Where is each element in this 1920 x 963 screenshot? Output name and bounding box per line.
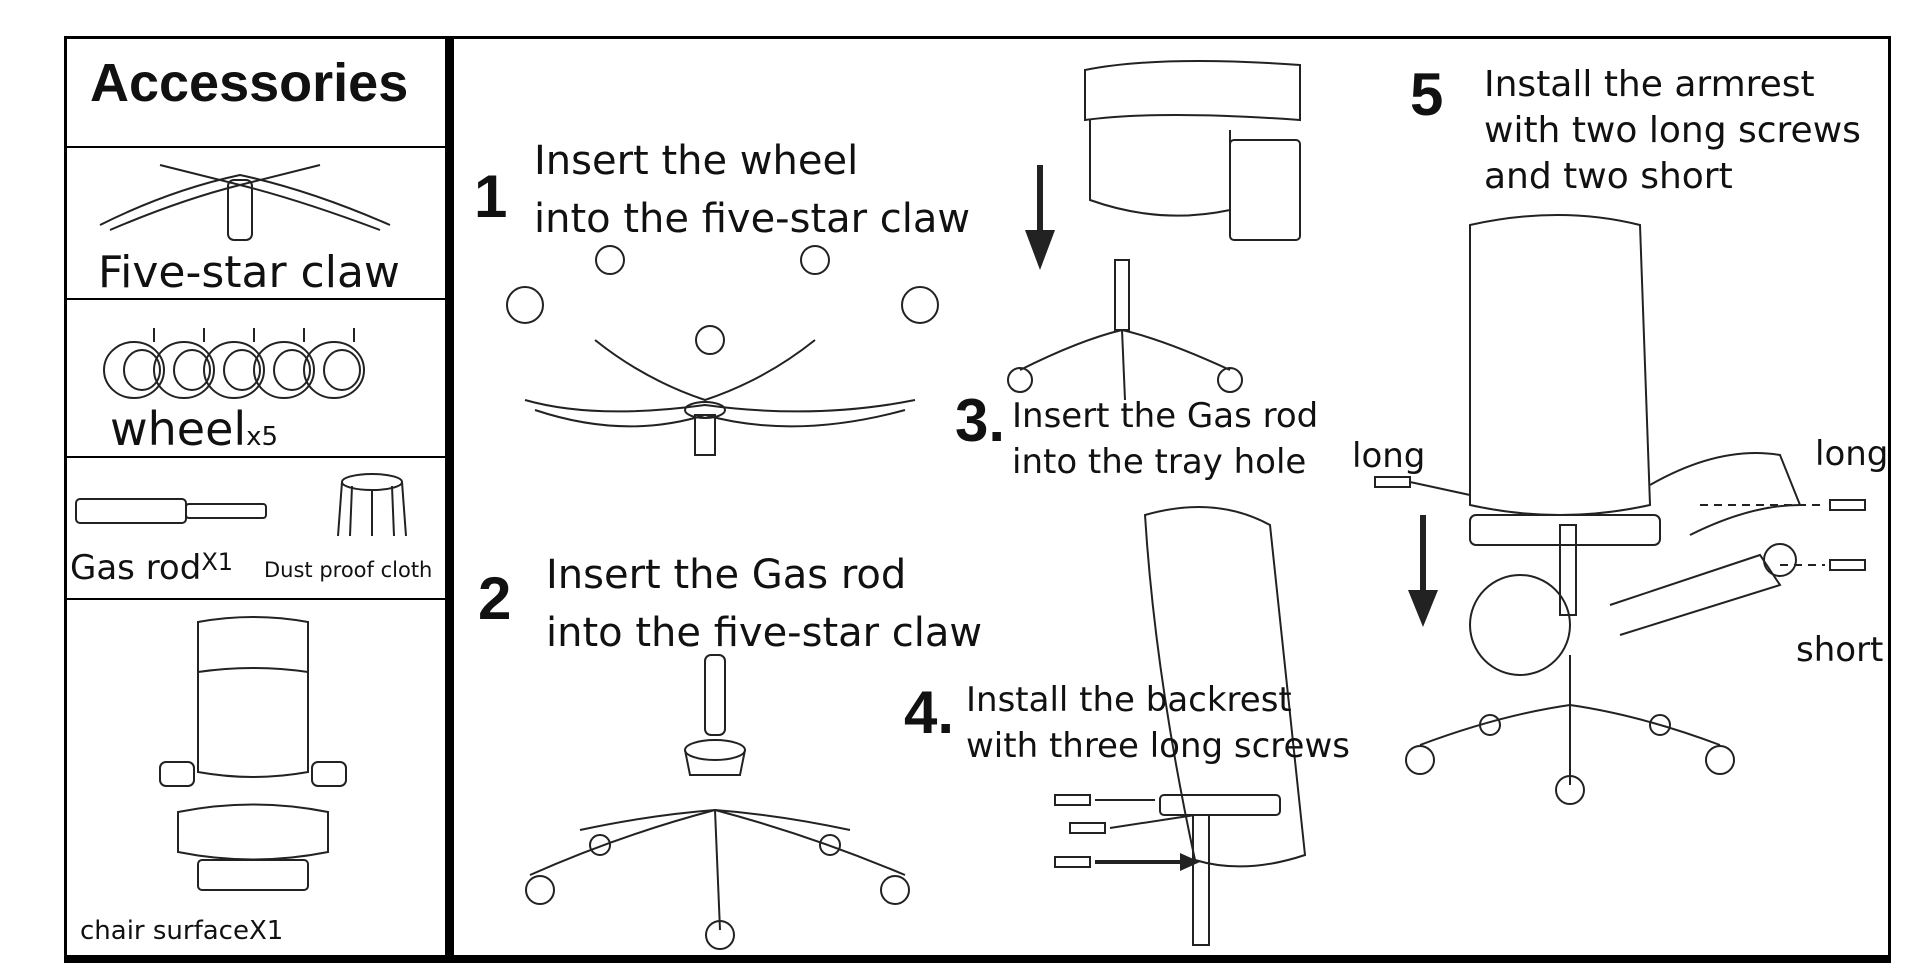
step-1-number: 1 — [474, 163, 508, 230]
wheel-label: wheelx5 — [110, 402, 278, 456]
row-divider — [64, 456, 447, 458]
chair-surface-name: chair surface — [80, 916, 249, 946]
chair-surface-icon — [148, 612, 358, 902]
wheel-name: wheel — [110, 402, 247, 456]
step-5-illustration — [1360, 205, 1880, 805]
chair-surface-label: chair surfaceX1 — [80, 916, 283, 946]
step-3-line2: into the tray hole — [1012, 442, 1307, 482]
row-divider — [64, 598, 447, 600]
gas-rod-qty: X1 — [201, 548, 234, 576]
step-4-line1: Install the backrest — [966, 680, 1292, 720]
gas-rod-icon — [74, 496, 274, 526]
five-star-claw-label: Five-star claw — [98, 247, 400, 298]
step-1-line1: Insert the wheel — [534, 138, 859, 184]
step-3-illustration — [1000, 50, 1330, 410]
divider — [445, 36, 453, 962]
step-5-line2: with two long screws — [1484, 110, 1861, 151]
five-star-claw-icon — [90, 150, 400, 260]
wheel-qty: x5 — [246, 422, 279, 452]
step-4-line2: with three long screws — [966, 726, 1350, 766]
wheel-icon — [94, 322, 374, 402]
row-divider — [64, 146, 447, 148]
step-5-number: 5 — [1410, 61, 1444, 128]
row-divider — [64, 298, 447, 300]
long-right-label: long — [1815, 434, 1889, 474]
dust-proof-cloth-label: Dust proof cloth — [264, 558, 433, 582]
bottom-border — [64, 955, 1891, 963]
gas-rod-name: Gas rod — [70, 548, 202, 588]
step-5-line3: and two short — [1484, 156, 1733, 197]
step-1-line2: into the five-star claw — [534, 196, 971, 242]
gas-rod-label: Gas rodX1 — [70, 548, 233, 588]
long-left-label: long — [1352, 436, 1426, 476]
dust-proof-cloth-icon — [332, 466, 412, 546]
chair-surface-qty: X1 — [248, 916, 284, 946]
step-3-line1: Insert the Gas rod — [1012, 396, 1319, 436]
step-3-number: 3. — [955, 387, 1006, 454]
step-2-number: 2 — [478, 565, 512, 632]
short-label: short — [1796, 630, 1884, 670]
step-4-number: 4. — [904, 679, 955, 746]
step-5-line1: Install the armrest — [1484, 64, 1815, 105]
step-2-line1: Insert the Gas rod — [546, 552, 907, 598]
step-1-illustration — [495, 250, 955, 490]
step-4-illustration — [1045, 495, 1365, 955]
step-2-line2: into the five-star claw — [546, 610, 983, 656]
accessories-title: Accessories — [90, 53, 409, 113]
step-2-illustration — [520, 650, 920, 950]
